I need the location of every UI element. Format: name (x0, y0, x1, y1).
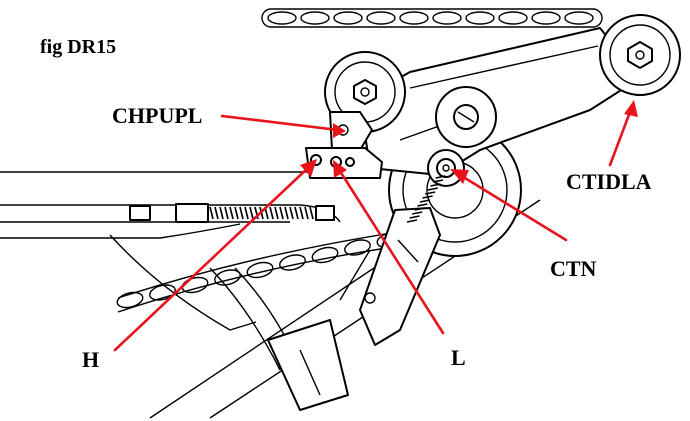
cable-clamp (267, 249, 371, 411)
callout-leaders (113, 100, 638, 352)
spring-coil (209, 206, 214, 220)
spring-coil (274, 206, 279, 220)
spring-coil (409, 215, 420, 219)
spring-coil (269, 206, 274, 220)
figure-title: fig DR15 (40, 36, 116, 58)
upper-chain (261, 8, 603, 28)
label-chpupl: CHPUPL (112, 103, 202, 128)
chain-link (267, 11, 297, 25)
spring-coil (299, 206, 304, 220)
chain-link (214, 269, 241, 286)
chain-link (432, 11, 462, 25)
label-l: L (451, 345, 466, 370)
chain-link (366, 11, 396, 25)
spring-coil (234, 206, 239, 220)
spring-coil (435, 175, 446, 179)
spring-coil (304, 206, 309, 220)
spring-coil (427, 187, 438, 191)
spring-coil (430, 183, 441, 187)
spring-coil (239, 206, 244, 220)
spring-coil (309, 206, 314, 220)
label-ctidla: CTIDLA (566, 169, 652, 194)
chain-link (399, 11, 429, 25)
spring-coil (229, 206, 234, 220)
chain-link (333, 11, 363, 25)
spring-coil (279, 206, 284, 220)
spring-coil (284, 206, 289, 220)
idler-pulley (599, 14, 681, 96)
spring-coil (214, 206, 219, 220)
chain-link (300, 11, 330, 25)
spring-coil (432, 179, 444, 183)
spring-coil (422, 195, 433, 199)
lower-arm (359, 175, 446, 346)
chain-link (116, 291, 144, 309)
chain-link (279, 254, 306, 271)
chain-link (498, 11, 528, 25)
chain-link (149, 284, 176, 301)
label-h: H (82, 347, 99, 372)
spring-coil (289, 206, 294, 220)
spring-coil (419, 199, 431, 203)
spring-coil (244, 206, 249, 220)
spring-coil (224, 206, 229, 220)
pivot-bolt (435, 86, 497, 148)
chain-link (465, 11, 495, 25)
spring-coil (406, 219, 418, 223)
spring-coil (425, 191, 436, 195)
spring-coil (219, 206, 224, 220)
lower-chain (116, 231, 404, 313)
derailleur-cage (359, 27, 641, 176)
chain-link (531, 11, 561, 25)
label-ctn: CTN (550, 256, 597, 281)
tension-nut (427, 149, 465, 187)
chain-link (311, 246, 339, 264)
spring-coil (417, 203, 428, 207)
chain-link (344, 239, 371, 256)
spring-coil (249, 206, 254, 220)
chain-link (246, 261, 274, 279)
chain-link (564, 11, 594, 25)
spring-coil (412, 211, 423, 215)
cable-housing (129, 203, 335, 223)
spring-coil (294, 206, 299, 220)
spring-coil (414, 207, 425, 211)
